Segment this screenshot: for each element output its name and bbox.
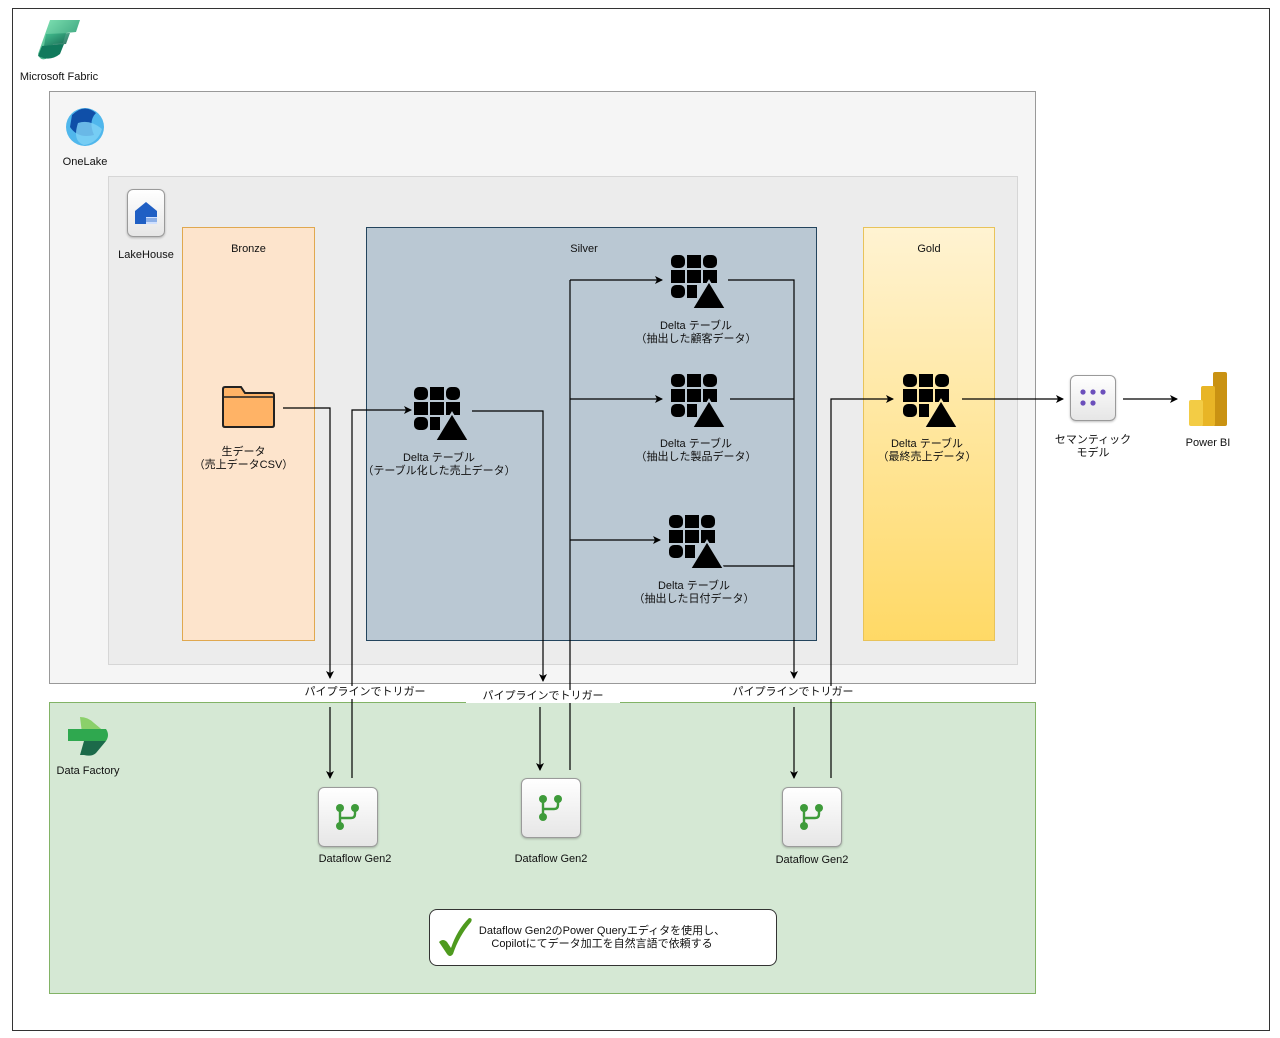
folder-icon xyxy=(221,385,276,434)
note-line1: Dataflow Gen2のPower Queryエディタを使用し、 xyxy=(478,925,726,937)
gold-zone xyxy=(863,227,995,641)
trigger-label-2: パイプラインでトリガー xyxy=(466,690,620,703)
delta-table-product-icon xyxy=(671,374,728,435)
edge-dataflow1-to-delta-sales xyxy=(351,406,412,778)
dataflow-gen2-3-icon[interactable] xyxy=(782,787,842,847)
note-line2: Copilotにてデータ加工を自然言語で依頼する xyxy=(491,938,713,950)
delta-product-line1: Delta テーブル xyxy=(659,438,733,450)
dataflow-gen2-2-label: Dataflow Gen2 xyxy=(514,853,588,865)
onelake-label: OneLake xyxy=(62,156,108,168)
delta-final-line1: Delta テーブル xyxy=(890,438,964,450)
edge-raw-to-dataflow1 xyxy=(283,407,334,679)
lakehouse-label: LakeHouse xyxy=(118,249,174,261)
delta-sales-line2: （テーブル化した売上データ） xyxy=(362,465,516,477)
semantic-model-icon xyxy=(1070,375,1116,421)
semantic-model-line2: モデル xyxy=(1076,447,1110,459)
dataflow-gen2-1-label: Dataflow Gen2 xyxy=(318,853,392,865)
copilot-note xyxy=(429,909,777,966)
onelake-icon xyxy=(64,105,106,152)
trigger-label-1: パイプラインでトリガー xyxy=(290,686,440,699)
delta-table-final-icon xyxy=(903,374,960,435)
delta-product-line2: （抽出した製品データ） xyxy=(635,451,757,463)
bronze-title: Bronze xyxy=(231,243,266,255)
bronze-zone xyxy=(182,227,315,641)
delta-sales-line1: Delta テーブル xyxy=(402,452,476,464)
delta-final-line2: （最終売上データ） xyxy=(877,451,977,463)
microsoft-fabric-label: Microsoft Fabric xyxy=(19,71,99,83)
edge-dataflow3-to-gold xyxy=(830,395,894,778)
semantic-model-line1: セマンティック xyxy=(1054,434,1132,446)
dataflow-gen2-2-icon[interactable] xyxy=(521,778,581,838)
gold-title: Gold xyxy=(917,243,941,255)
data-factory-icon xyxy=(66,715,110,762)
delta-date-line1: Delta テーブル xyxy=(657,580,731,592)
delta-table-date-icon xyxy=(669,515,726,576)
delta-table-sales-icon xyxy=(414,387,471,448)
data-factory-label: Data Factory xyxy=(56,765,120,777)
raw-data-line1: 生データ xyxy=(221,446,266,458)
power-bi-label: Power BI xyxy=(1185,437,1231,449)
delta-date-line2: （抽出した日付データ） xyxy=(633,593,755,605)
dataflow-gen2-1-icon[interactable] xyxy=(318,787,378,847)
trigger-label-3: パイプラインでトリガー xyxy=(718,686,868,699)
checkmark-icon xyxy=(437,916,473,963)
power-bi-icon xyxy=(1187,370,1229,433)
microsoft-fabric-icon xyxy=(36,18,82,67)
edge-customer-out xyxy=(728,279,798,679)
lakehouse-icon xyxy=(127,189,165,237)
edge-delta-sales-to-dataflow2 xyxy=(472,410,547,682)
raw-data-line2: （売上データCSV） xyxy=(193,459,294,471)
delta-customer-line2: （抽出した顧客データ） xyxy=(635,333,757,345)
dataflow-gen2-3-label: Dataflow Gen2 xyxy=(775,854,849,866)
delta-table-customer-icon xyxy=(671,255,728,316)
silver-title: Silver xyxy=(570,243,598,255)
delta-customer-line1: Delta テーブル xyxy=(659,320,733,332)
